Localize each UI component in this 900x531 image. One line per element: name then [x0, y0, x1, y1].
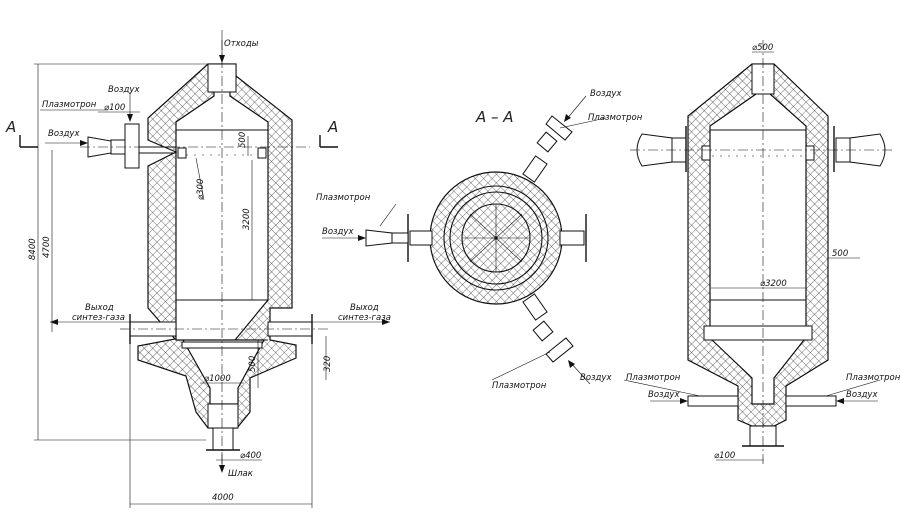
section-mark-left: А: [5, 118, 16, 136]
label-outlet-l1: Выход: [85, 303, 114, 313]
section-plasmatron-top-label: Плазмотрон: [588, 113, 643, 123]
section-port-top: [522, 155, 548, 183]
section-plasmatron-bottom-label: Плазмотрон: [492, 381, 547, 391]
section-air-bottom-label: Воздух: [580, 373, 612, 383]
label-outlet-r1: Выход: [350, 303, 379, 313]
right-air-right-arrow: [836, 398, 844, 404]
left-plasmatron-flange: [124, 123, 140, 169]
left-air-arrow: [80, 140, 88, 146]
dim-8400: 8400: [28, 238, 38, 260]
right-dim-500-top: ⌀500: [752, 43, 773, 53]
right-dim-500: 500: [832, 249, 848, 259]
section-title: А – А: [475, 108, 514, 126]
waste-inlet-arrow: [219, 55, 225, 63]
dim-1000: ⌀1000: [204, 374, 231, 384]
left-slag-pipe: [212, 427, 234, 451]
syngas-right-arrow: [382, 319, 390, 325]
section-air-bottom-arrow: [568, 360, 575, 368]
section-inner-ring: [449, 191, 543, 285]
section-air-top-label: Воздух: [590, 89, 622, 99]
dim-100: ⌀100: [104, 103, 125, 113]
dim-4000: 4000: [212, 493, 234, 503]
right-dim-100: ⌀100: [714, 451, 735, 461]
dim-400: ⌀400: [240, 451, 261, 461]
section-view: [322, 95, 607, 385]
right-vessel-lining: [687, 63, 829, 427]
syngas-left-arrow: [50, 319, 58, 325]
section-port-right: [559, 230, 585, 246]
dim-4700: 4700: [42, 236, 52, 258]
left-nozzle-block-r: [257, 147, 267, 159]
section-port-bottom: [522, 293, 548, 321]
right-air-left-arrow: [680, 398, 688, 404]
right-plasmatron-left-label: Плазмотрон: [626, 373, 681, 383]
label-waste: Отходы: [224, 39, 259, 49]
section-air-left-label: Воздух: [322, 227, 354, 237]
label-plasmatron: Плазмотрон: [42, 100, 97, 110]
left-nozzle-block-l: [177, 147, 187, 159]
left-slag-throat: [207, 403, 239, 429]
right-bottom-plasmatron-l: [687, 395, 739, 407]
right-grate: [703, 325, 813, 341]
label-outlet-l2: синтез-газа: [72, 313, 125, 323]
dim-500-top: 500: [238, 132, 248, 148]
left-vessel-view: [19, 30, 390, 508]
label-air-left: Воздух: [48, 129, 80, 139]
label-air-top: Воздух: [108, 85, 140, 95]
section-plasmatron-left: [365, 229, 393, 247]
right-air-left-label: Воздух: [648, 390, 680, 400]
section-air-left-arrow: [358, 235, 366, 241]
section-plasmatron-left-label: Плазмотрон: [316, 193, 371, 203]
label-slag: Шлак: [228, 469, 254, 479]
section-mark-right: А: [327, 118, 338, 136]
right-plasmatron-right-label: Плазмотрон: [846, 373, 900, 383]
right-dim-3200: ⌀3200: [760, 279, 787, 289]
right-vessel-view: [623, 40, 895, 465]
label-outlet-r2: синтез-газа: [338, 313, 391, 323]
section-port-left: [409, 230, 433, 246]
dim-320: 320: [323, 356, 333, 372]
slag-arrow: [219, 465, 225, 473]
dim-500-lower: 500: [248, 356, 258, 372]
right-bottom-plasmatron-r: [785, 395, 837, 407]
section-plasmatron-bottom: [545, 337, 574, 363]
dim-3200: 3200: [242, 208, 252, 230]
right-air-right-label: Воздух: [846, 390, 878, 400]
dim-300: ⌀300: [196, 179, 206, 200]
section-air-top-arrow: [564, 114, 571, 122]
